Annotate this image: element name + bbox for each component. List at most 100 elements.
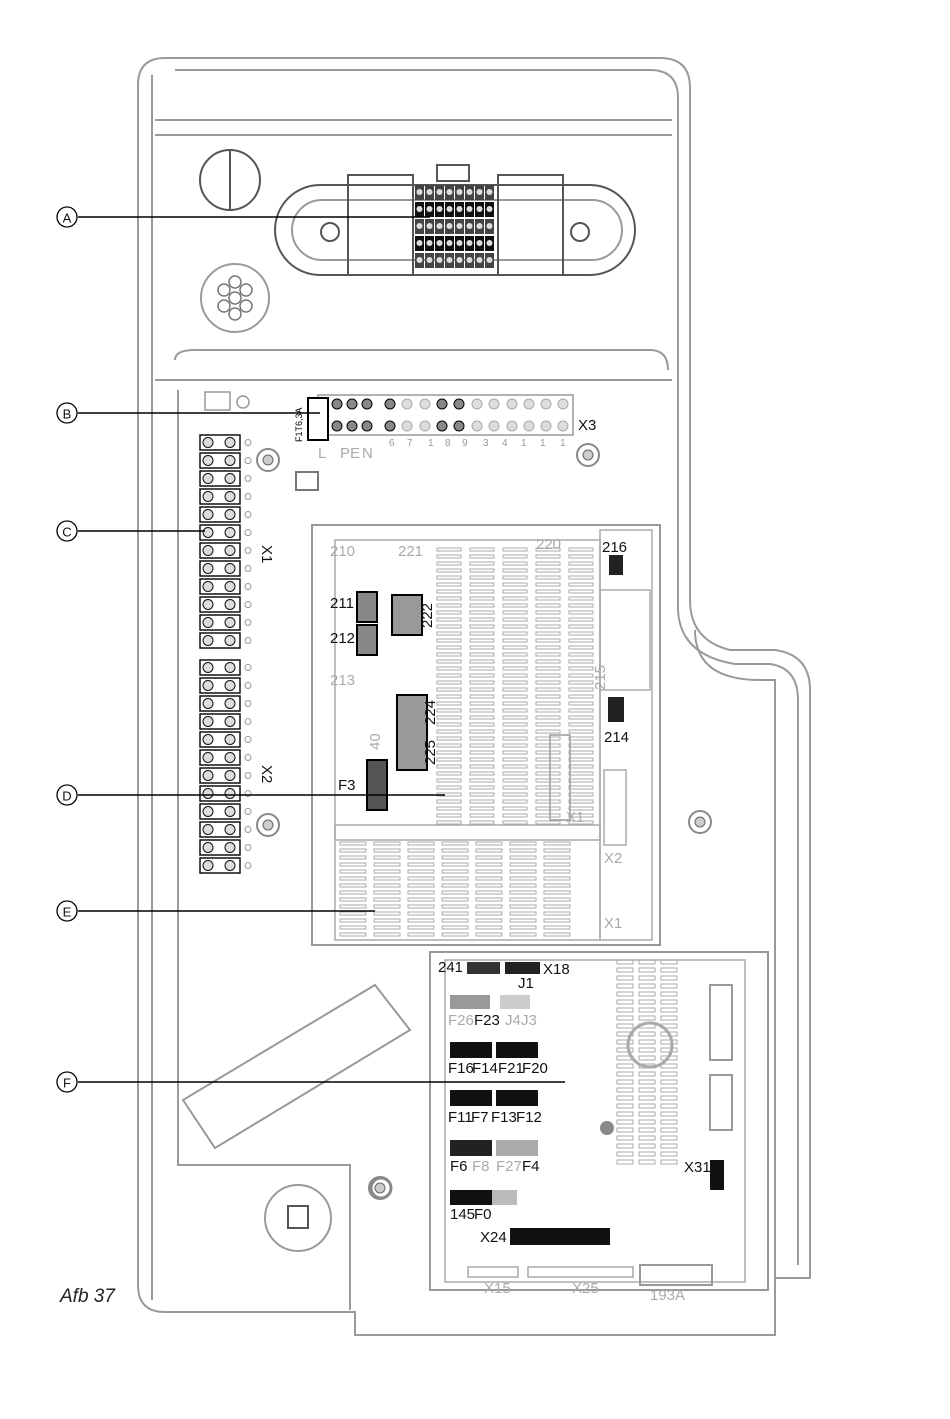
terminal-screw	[419, 398, 431, 410]
fin	[373, 897, 401, 902]
fin	[441, 855, 469, 860]
fin	[535, 743, 561, 748]
board-label: J3	[521, 1012, 537, 1029]
fin	[660, 1119, 678, 1125]
terminal-screw	[361, 398, 373, 410]
fin	[436, 582, 462, 587]
board-label: 215	[592, 665, 609, 690]
fin	[441, 848, 469, 853]
terminal-screw	[557, 420, 569, 432]
fin	[502, 813, 528, 818]
fin	[535, 820, 561, 825]
fin	[373, 925, 401, 930]
terminal-screw	[416, 257, 423, 263]
board-label: X31	[684, 1159, 711, 1176]
terminal-screw	[202, 581, 214, 592]
fin	[535, 771, 561, 776]
fin	[469, 771, 495, 776]
terminal-screw	[486, 189, 493, 195]
terminal-screw	[416, 206, 423, 212]
terminal-marker	[244, 700, 252, 707]
terminal-screw	[202, 860, 214, 871]
fin	[475, 876, 503, 881]
fin	[535, 785, 561, 790]
fin	[616, 1023, 634, 1029]
fin	[535, 582, 561, 587]
fin	[475, 855, 503, 860]
fin	[638, 1071, 656, 1077]
fin	[638, 1127, 656, 1133]
terminal-screw	[202, 824, 214, 835]
fin	[568, 785, 594, 790]
fin	[535, 561, 561, 566]
fin	[469, 561, 495, 566]
fin	[436, 645, 462, 650]
fin	[535, 673, 561, 678]
fin	[660, 1135, 678, 1141]
terminal-screw	[416, 240, 423, 246]
terminal-screw	[456, 257, 463, 263]
terminal-marker	[244, 790, 252, 797]
fin	[568, 687, 594, 692]
fin	[436, 666, 462, 671]
fin	[469, 729, 495, 734]
x1-strip-label: X1	[258, 545, 275, 563]
fin	[568, 610, 594, 615]
fin	[441, 883, 469, 888]
fin	[475, 883, 503, 888]
terminal-marker	[244, 718, 252, 725]
terminal-screw	[506, 420, 518, 432]
fin	[660, 1031, 678, 1037]
fin	[509, 862, 537, 867]
mains-l: L	[318, 445, 326, 462]
fin	[509, 932, 537, 937]
fin	[502, 820, 528, 825]
terminal-marker	[244, 493, 252, 500]
x3-terminal-number: 3	[483, 438, 489, 449]
fin	[535, 813, 561, 818]
terminal-screw	[224, 635, 236, 646]
fin	[535, 757, 561, 762]
fin	[502, 694, 528, 699]
terminal-screw	[224, 545, 236, 556]
fin	[535, 736, 561, 741]
fin	[502, 561, 528, 566]
mains-pe: PE	[340, 445, 360, 462]
fin	[475, 911, 503, 916]
fin	[509, 883, 537, 888]
fin	[436, 589, 462, 594]
fin	[339, 890, 367, 895]
fin	[436, 659, 462, 664]
fin	[502, 596, 528, 601]
fin	[475, 897, 503, 902]
fin	[373, 855, 401, 860]
fin	[436, 680, 462, 685]
fin	[502, 638, 528, 643]
fin	[407, 897, 435, 902]
x3-terminal-number: 1	[560, 438, 566, 449]
fin	[568, 568, 594, 573]
mounting-screw-center	[374, 1182, 386, 1194]
fin	[535, 645, 561, 650]
board-label: 145	[450, 1206, 475, 1223]
board-label: 193A	[650, 1287, 685, 1304]
lower-board-fins	[616, 959, 678, 1165]
terminal-screw	[436, 223, 443, 229]
terminal-screw	[471, 420, 483, 432]
terminal-screw	[476, 257, 483, 263]
terminal-screw	[466, 223, 473, 229]
fin	[502, 743, 528, 748]
fin	[568, 666, 594, 671]
fin	[441, 932, 469, 937]
terminal-screw	[224, 491, 236, 502]
fin	[660, 1079, 678, 1085]
fin	[616, 959, 634, 965]
terminal-marker	[244, 754, 252, 761]
board-label: X1	[566, 809, 584, 826]
fin	[502, 617, 528, 622]
fin	[616, 1039, 634, 1045]
fin	[660, 959, 678, 965]
terminal-screw	[224, 680, 236, 691]
board-label: X18	[543, 961, 570, 978]
